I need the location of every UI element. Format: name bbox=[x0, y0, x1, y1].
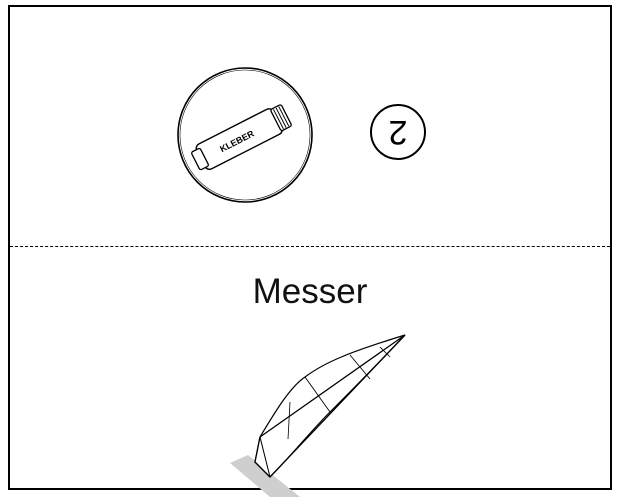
tool-label: Messer bbox=[252, 272, 368, 311]
fold-line bbox=[10, 246, 610, 247]
step-number-badge: 2 bbox=[370, 104, 426, 160]
knife-icon bbox=[230, 334, 406, 497]
cut-shadow bbox=[230, 455, 300, 497]
instruction-card: KLEBER 2 Messer bbox=[8, 5, 612, 497]
glue-stick-icon: KLEBER bbox=[177, 67, 313, 203]
